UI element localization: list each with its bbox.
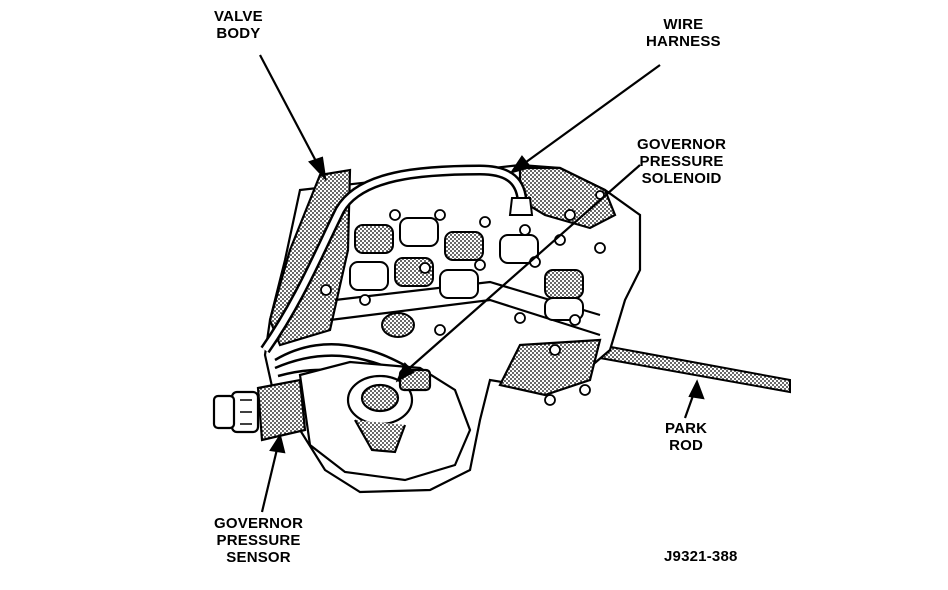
governor-pressure-sensor — [212, 378, 307, 442]
wire-harness — [260, 164, 534, 354]
leader-lines — [259, 54, 705, 513]
figure-code: J9321-388 — [664, 548, 738, 565]
spool-valves — [349, 217, 584, 338]
governor-pressure-solenoid — [298, 360, 472, 482]
